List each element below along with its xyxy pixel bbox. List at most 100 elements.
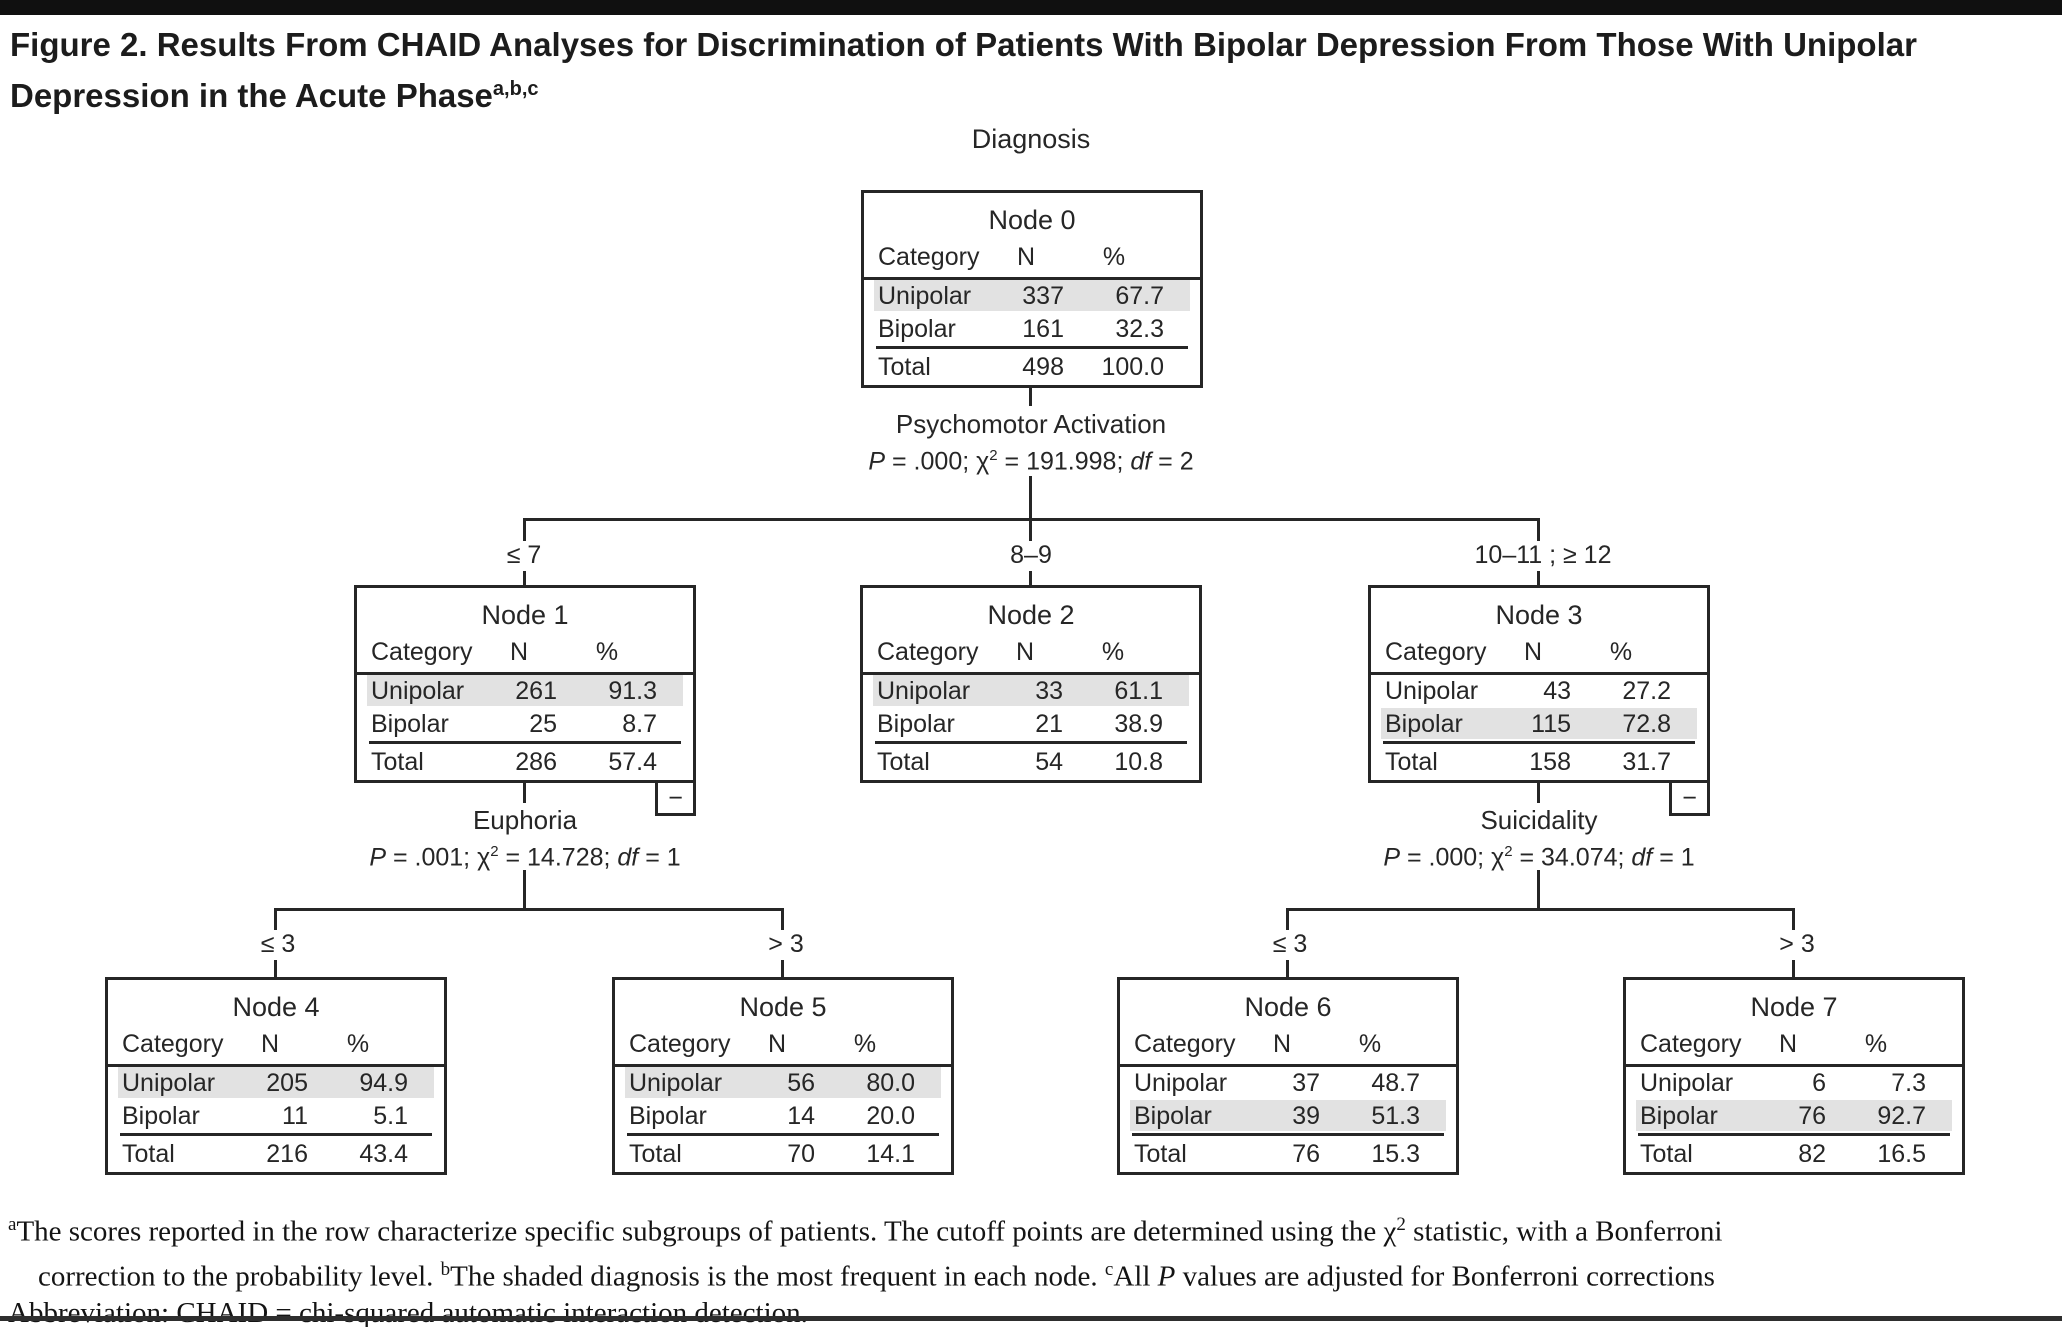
split-statistics: P = .000; χ2 = 34.074; df = 1	[1383, 843, 1695, 872]
collapse-button-node-1[interactable]: −	[655, 780, 696, 816]
row-label: Total	[878, 353, 931, 381]
cell-n: 33	[1035, 677, 1063, 705]
chi-symbol: χ	[477, 843, 491, 872]
cell-n: 70	[787, 1140, 815, 1168]
figure-title-superscript: a,b,c	[492, 78, 539, 100]
cell-pct: 67.7	[1115, 282, 1164, 310]
cell-n: 286	[515, 748, 557, 776]
cell-pct: 61.1	[1114, 677, 1163, 705]
connector	[1029, 518, 1032, 542]
connector	[1029, 476, 1032, 518]
header-category: Category	[877, 638, 979, 666]
row-label: Total	[371, 748, 424, 776]
branch-label-8-9: 8–9	[1006, 541, 1056, 569]
split-suicidality: Suicidality P = .000; χ2 = 34.074; df = …	[1383, 805, 1694, 873]
cell-pct: 51.3	[1371, 1102, 1420, 1130]
header-n: N	[1016, 243, 1036, 271]
cell-n: 82	[1798, 1140, 1826, 1168]
collapse-button-node-3[interactable]: −	[1669, 780, 1710, 816]
cell-n: 39	[1292, 1102, 1320, 1130]
cell-pct: 10.8	[1114, 748, 1163, 776]
header-n: N	[1523, 638, 1543, 666]
connector	[1286, 960, 1289, 978]
header-n: N	[509, 638, 529, 666]
chi-symbol: χ	[1491, 843, 1505, 872]
row-label: Unipolar	[629, 1069, 723, 1097]
p-symbol: P	[868, 447, 886, 476]
p-symbol: P	[1157, 1260, 1176, 1293]
header-n: N	[260, 1030, 280, 1058]
node-title: Node 6	[1244, 992, 1332, 1022]
header-pct: %	[346, 1030, 370, 1058]
footnote-abbreviation: Abbreviation: CHAID = chi-squared automa…	[8, 1297, 808, 1327]
connector	[274, 908, 784, 911]
figure-title-line1: Figure 2. Results From CHAID Analyses fo…	[10, 26, 1917, 63]
figure-title: Figure 2. Results From CHAID Analyses fo…	[10, 22, 2054, 118]
total-separator	[627, 1133, 939, 1136]
table-row-unipolar: Unipolar 337 67.7	[864, 280, 1200, 313]
node-title: Node 7	[1750, 992, 1838, 1022]
split-statistics: P = .001; χ2 = 14.728; df = 1	[369, 843, 681, 872]
row-label: Unipolar	[1640, 1069, 1734, 1097]
header-n: N	[767, 1030, 787, 1058]
cell-pct: 38.9	[1114, 710, 1163, 738]
header-pct: %	[1102, 243, 1126, 271]
branch-label-suicidality-le3: ≤ 3	[1268, 930, 1312, 958]
connector	[1537, 518, 1540, 542]
row-label: Bipolar	[1640, 1102, 1718, 1130]
total-separator	[1132, 1133, 1444, 1136]
cell-pct: 15.3	[1371, 1140, 1420, 1168]
node-table-header: Category N%	[863, 636, 1199, 675]
cell-n: 205	[266, 1069, 308, 1097]
branch-label-euphoria-le3: ≤ 3	[256, 930, 300, 958]
chi-symbol: χ	[976, 447, 990, 476]
row-label: Bipolar	[1385, 710, 1463, 738]
cell-n: 25	[529, 710, 557, 738]
row-label: Unipolar	[1385, 677, 1479, 705]
header-pct: %	[1101, 638, 1125, 666]
row-label: Bipolar	[122, 1102, 200, 1130]
node-title: Node 5	[739, 992, 827, 1022]
row-label: Total	[877, 748, 930, 776]
split-euphoria: Euphoria P = .001; χ2 = 14.728; df = 1	[369, 805, 680, 873]
node-title: Node 3	[1495, 600, 1583, 630]
cell-n: 337	[1022, 282, 1064, 310]
cell-pct: 16.5	[1877, 1140, 1926, 1168]
cell-n: 76	[1798, 1102, 1826, 1130]
cell-pct: 91.3	[608, 677, 657, 705]
cell-pct: 72.8	[1622, 710, 1671, 738]
header-category: Category	[1385, 638, 1487, 666]
total-separator	[1383, 741, 1695, 744]
row-label: Unipolar	[877, 677, 971, 705]
header-pct: %	[1864, 1030, 1888, 1058]
cell-pct: 14.1	[866, 1140, 915, 1168]
cell-pct: 48.7	[1371, 1069, 1420, 1097]
header-n: N	[1015, 638, 1035, 666]
df-symbol: df	[1130, 447, 1152, 476]
split-variable: Euphoria	[472, 805, 578, 835]
connector	[1286, 908, 1795, 911]
connector	[523, 783, 526, 803]
cell-n: 115	[1531, 710, 1571, 738]
node-title: Node 1	[481, 600, 569, 630]
split-statistics: P = .000; χ2 = 191.998; df = 2	[868, 447, 1194, 476]
cell-pct: 32.3	[1115, 315, 1164, 343]
cell-n: 76	[1292, 1140, 1320, 1168]
cell-n: 6	[1812, 1069, 1826, 1097]
header-pct: %	[1358, 1030, 1382, 1058]
df-symbol: df	[617, 843, 639, 872]
row-label: Unipolar	[878, 282, 972, 310]
row-label: Unipolar	[371, 677, 465, 705]
connector	[1537, 783, 1540, 803]
minus-icon: −	[668, 784, 683, 812]
